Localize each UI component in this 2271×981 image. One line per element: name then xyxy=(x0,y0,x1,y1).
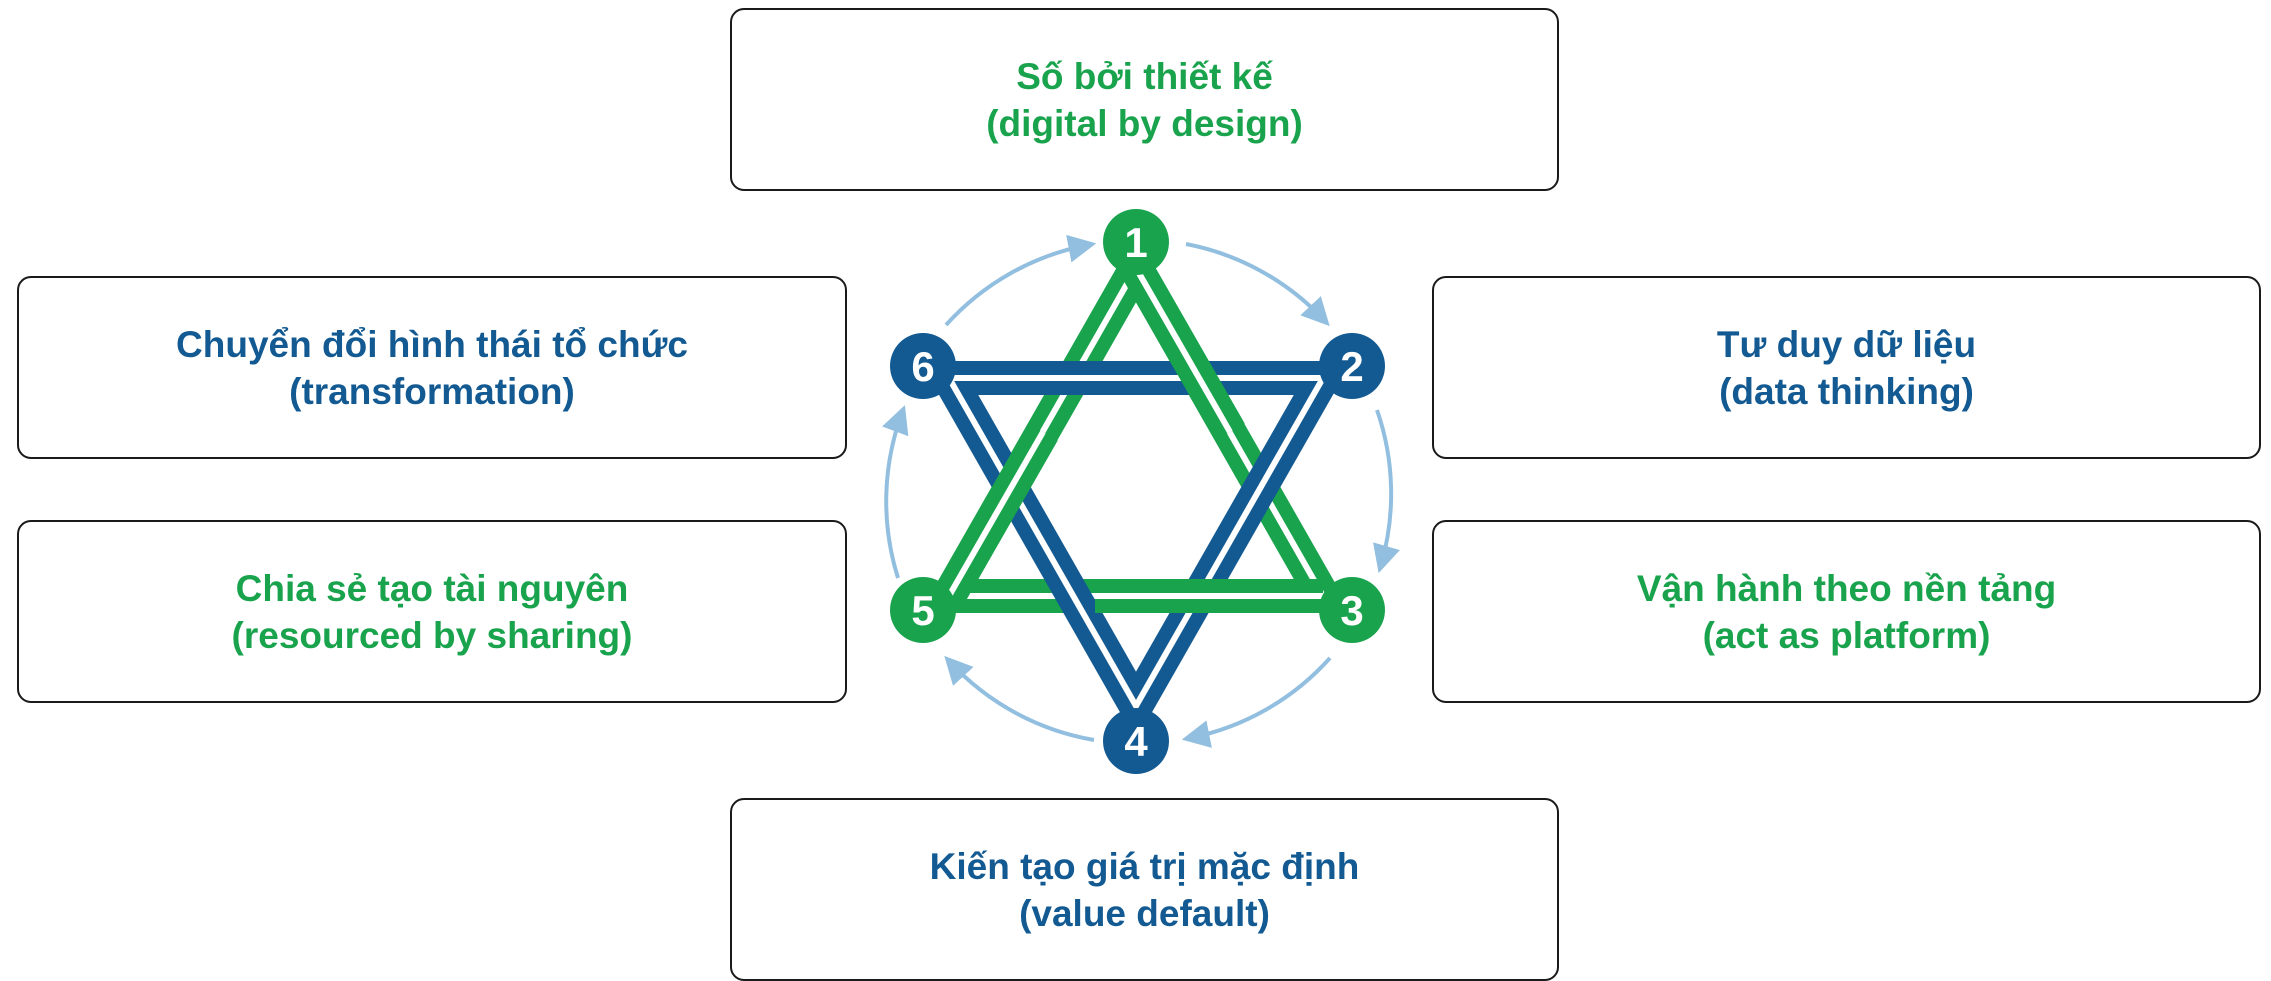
principle-5-title: Chia sẻ tạo tài nguyên xyxy=(235,567,629,609)
badge-1-circle xyxy=(1103,209,1169,275)
principle-5-box: Chia sẻ tạo tài nguyên (resourced by sha… xyxy=(17,520,847,703)
principle-6-subtitle: (transformation) xyxy=(289,370,575,412)
badge-6-number: 6 xyxy=(911,343,934,390)
principle-1-subtitle: (digital by design) xyxy=(986,102,1303,144)
badge-4-circle xyxy=(1103,708,1169,774)
blue-triangle-inner-line xyxy=(943,375,1329,713)
principle-2-box: Tư duy dữ liệu (data thinking) xyxy=(1432,276,2261,459)
badge-4-number: 4 xyxy=(1124,718,1148,765)
blue-triangle xyxy=(919,361,1353,741)
badge-5: 5 xyxy=(890,577,956,643)
cycle-arrow-icon xyxy=(882,234,1400,748)
arrow-4-to-5 xyxy=(944,655,1095,742)
badge-2-number: 2 xyxy=(1340,343,1363,390)
principle-6-title: Chuyển đổi hình thái tổ chức xyxy=(176,323,688,365)
principle-4-box: Kiến tạo giá trị mặc định (value default… xyxy=(730,798,1559,981)
badge-4: 4 xyxy=(1103,708,1169,774)
badge-5-number: 5 xyxy=(911,587,934,634)
arrow-3-to-4 xyxy=(1181,656,1332,748)
principle-2-title: Tư duy dữ liệu xyxy=(1716,323,1977,365)
arrow-6-to-1 xyxy=(944,234,1097,327)
green-triangle xyxy=(919,233,1353,613)
principle-1-title: Số bởi thiết kế xyxy=(1016,55,1273,97)
principle-3-subtitle: (act as platform) xyxy=(1702,614,1991,656)
badge-3-circle xyxy=(1319,577,1385,643)
principle-3-title: Vận hành theo nền tảng xyxy=(1636,567,2057,609)
badge-3-number: 3 xyxy=(1340,587,1363,634)
badge-6: 6 xyxy=(890,333,956,399)
principle-6-box: Chuyển đổi hình thái tổ chức (transforma… xyxy=(17,276,847,459)
principle-4-subtitle: (value default) xyxy=(1019,892,1270,934)
hexagram-icon xyxy=(919,233,1353,741)
badge-2-circle xyxy=(1319,333,1385,399)
green-triangle-inner-line xyxy=(943,261,1329,599)
principle-3-box: Vận hành theo nền tảng (act as platform) xyxy=(1432,520,2261,703)
principle-1-box: Số bởi thiết kế (digital by design) xyxy=(730,8,1559,191)
arrow-1-to-2 xyxy=(1185,242,1330,327)
badge-6-circle xyxy=(890,333,956,399)
arrow-5-to-6 xyxy=(882,405,909,579)
green-overlap-left-line xyxy=(946,430,1046,598)
arrow-2-to-3 xyxy=(1373,409,1400,574)
principle-2-subtitle: (data thinking) xyxy=(1719,370,1974,412)
principle-4-title: Kiến tạo giá trị mặc định xyxy=(929,845,1360,887)
badge-3: 3 xyxy=(1319,577,1385,643)
badge-2: 2 xyxy=(1319,333,1385,399)
green-overlap-right-line xyxy=(1133,266,1233,434)
principle-5-subtitle: (resourced by sharing) xyxy=(231,614,633,656)
badge-1: 1 xyxy=(1103,209,1169,275)
badge-5-circle xyxy=(890,577,956,643)
badge-1-number: 1 xyxy=(1124,219,1147,266)
